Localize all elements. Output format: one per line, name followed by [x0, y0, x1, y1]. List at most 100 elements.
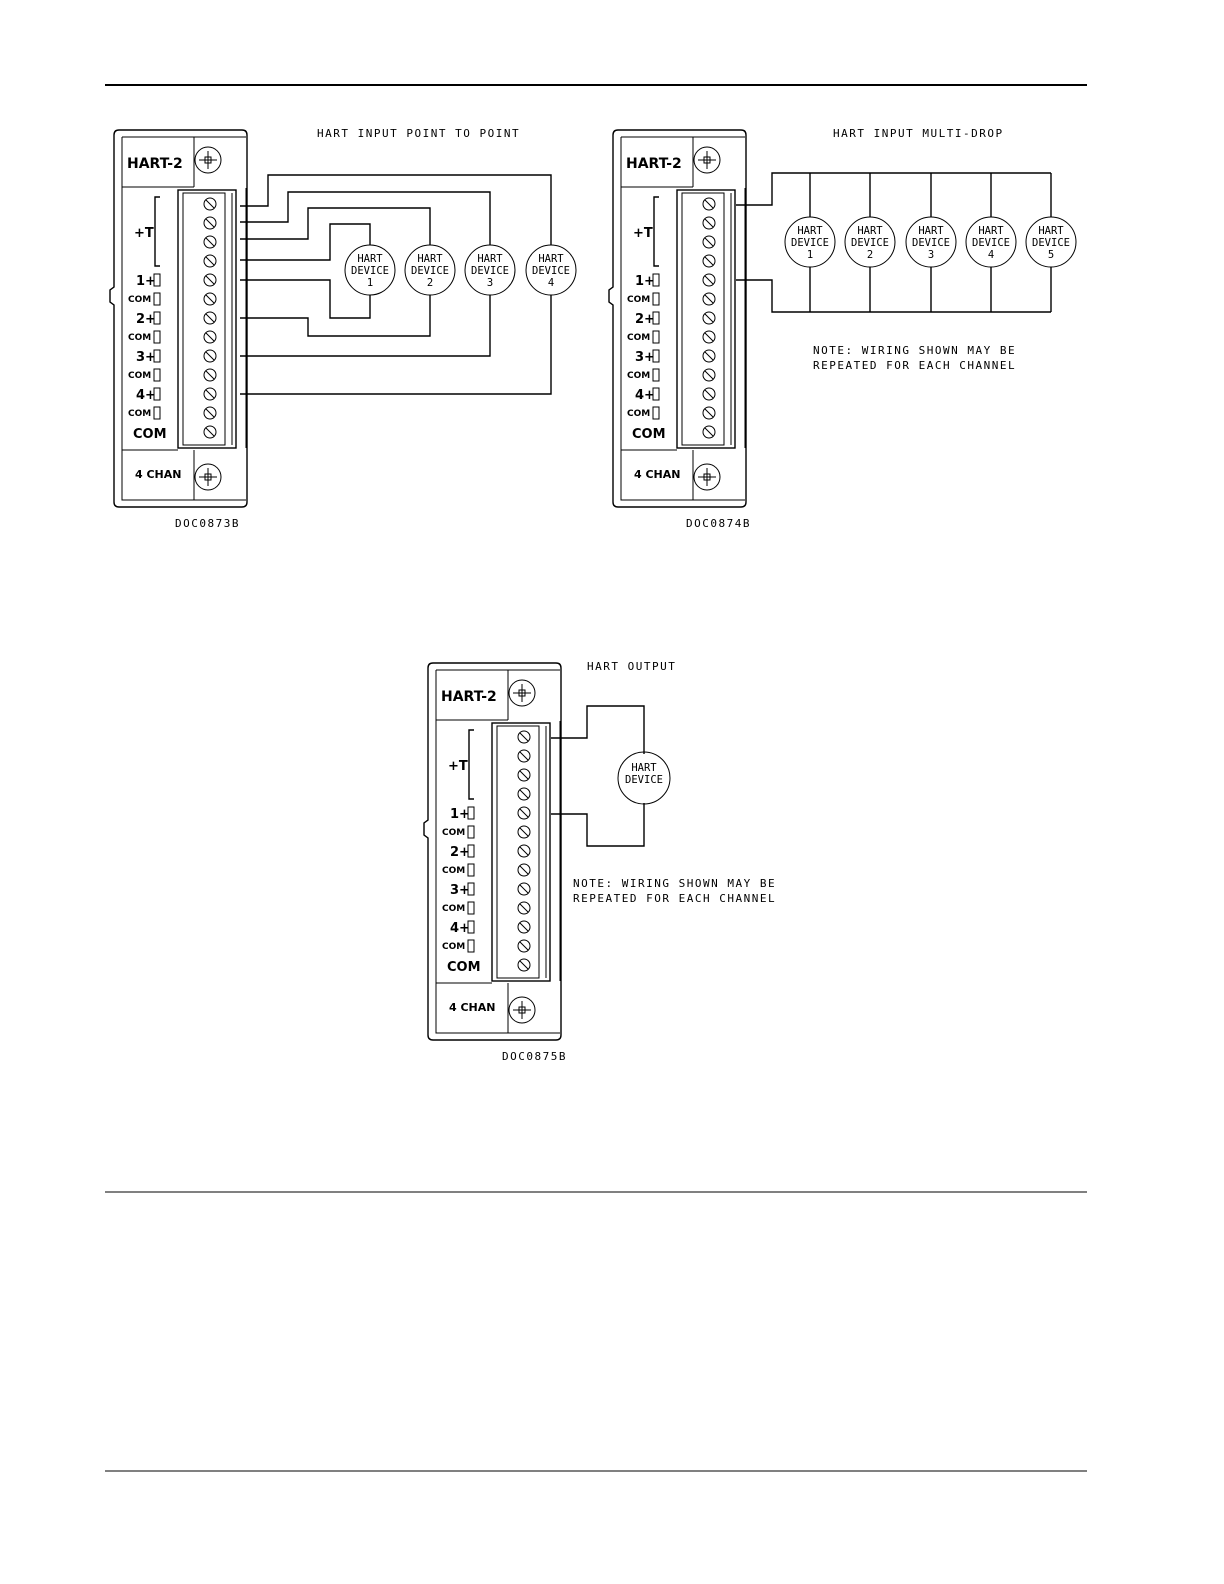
terminal-label: 3+ [450, 883, 470, 898]
wiring-note-line-2: REPEATED FOR EACH CHANNEL [813, 359, 1016, 372]
screw-icon [194, 463, 222, 491]
module-footer: 4 CHAN [135, 468, 181, 481]
device-hart-3: HART DEVICE 3 [905, 216, 957, 268]
device-hart-1: HART DEVICE 1 [344, 244, 396, 296]
terminal-label: COM [627, 371, 650, 381]
terminal-screw-icon [517, 920, 531, 934]
terminal-screw-icon [203, 311, 217, 325]
terminal-screw-icon [702, 387, 716, 401]
module-name: HART-2 [127, 156, 183, 172]
figure-code: DOC0874B [686, 517, 751, 530]
terminal-label: COM [442, 828, 465, 838]
device-hart-5: HART DEVICE 5 [1025, 216, 1077, 268]
terminal-screw-icon [517, 863, 531, 877]
diagram-title: HART INPUT POINT TO POINT [317, 127, 520, 140]
diagram-point-to-point: HART INPUT POINT TO POINT HART-2 4 CHAN +T… [109, 127, 577, 530]
terminal-label: COM [128, 295, 151, 305]
svg-text:DEVICE: DEVICE [1032, 237, 1070, 249]
terminal-label: 1+ [635, 274, 655, 289]
screw-icon [194, 146, 222, 174]
test-terminal-label: +T [134, 226, 154, 241]
terminal-screw-icon [203, 292, 217, 306]
module-name: HART-2 [441, 689, 497, 705]
svg-text:3: 3 [928, 249, 934, 261]
terminal-label: COM [133, 427, 167, 442]
terminal-label: COM [632, 427, 666, 442]
terminal-screw-icon [203, 330, 217, 344]
diagram-hart-output: HART OUTPUT HART-2 4 CHAN +T 1+ COM 2+ COM 3+ CO… [423, 660, 775, 1063]
terminal-screw-icon [517, 730, 531, 744]
device-hart-4: HART DEVICE 4 [965, 216, 1017, 268]
svg-text:HART: HART [978, 225, 1004, 237]
terminal-screw-icon [702, 235, 716, 249]
terminal-screw-icon [203, 254, 217, 268]
terminal-screw-icon [517, 768, 531, 782]
svg-text:2: 2 [867, 249, 873, 261]
device-hart-4: HART DEVICE 4 [525, 244, 577, 296]
module-footer: 4 CHAN [449, 1001, 495, 1014]
wires [551, 705, 645, 847]
wires [240, 174, 552, 395]
svg-text:1: 1 [807, 249, 813, 261]
svg-text:1: 1 [367, 277, 373, 289]
terminal-label: 1+ [450, 807, 470, 822]
terminal-screw-icon [203, 387, 217, 401]
device-hart-1: HART DEVICE 1 [784, 216, 836, 268]
terminal-screw-icon [702, 292, 716, 306]
terminal-label: 1+ [136, 274, 156, 289]
svg-text:DEVICE: DEVICE [791, 237, 829, 249]
terminal-label: 3+ [635, 350, 655, 365]
screw-icon [508, 996, 536, 1024]
terminal-label: COM [442, 904, 465, 914]
svg-text:HART: HART [797, 225, 823, 237]
terminal-label: 3+ [136, 350, 156, 365]
svg-text:2: 2 [427, 277, 433, 289]
terminal-label: COM [128, 333, 151, 343]
terminal-screw-icon [702, 254, 716, 268]
terminal-screw-icon [203, 197, 217, 211]
terminal-label: 2+ [635, 312, 655, 327]
svg-text:4: 4 [988, 249, 994, 261]
terminal-screw-icon [203, 368, 217, 382]
terminal-label: COM [128, 409, 151, 419]
terminal-screw-icon [517, 901, 531, 915]
module-name: HART-2 [626, 156, 682, 172]
terminal-screw-icon [702, 368, 716, 382]
svg-text:DEVICE: DEVICE [625, 774, 663, 786]
svg-text:DEVICE: DEVICE [351, 265, 389, 277]
svg-text:HART: HART [1038, 225, 1064, 237]
terminal-screw-icon [203, 349, 217, 363]
device-hart-2: HART DEVICE 2 [404, 244, 456, 296]
svg-text:HART: HART [538, 253, 564, 265]
terminal-screw-icon [517, 749, 531, 763]
terminal-screw-icon [702, 216, 716, 230]
terminal-label: 4+ [635, 388, 655, 403]
terminal-label: 2+ [136, 312, 156, 327]
terminal-label: 2+ [450, 845, 470, 860]
svg-text:4: 4 [548, 277, 554, 289]
wires [736, 172, 1052, 313]
test-terminal-label: +T [448, 759, 468, 774]
diagram-title: HART OUTPUT [587, 660, 676, 673]
screw-icon [693, 146, 721, 174]
terminal-screw-icon [702, 197, 716, 211]
figure-code: DOC0875B [502, 1050, 567, 1063]
terminal-screw-icon [517, 787, 531, 801]
svg-text:HART: HART [357, 253, 383, 265]
terminal-screw-icon [702, 425, 716, 439]
terminal-label: 4+ [450, 921, 470, 936]
terminal-screw-icon [517, 825, 531, 839]
svg-text:HART: HART [857, 225, 883, 237]
wiring-note-line-1: NOTE: WIRING SHOWN MAY BE [813, 344, 1016, 357]
terminal-label: COM [627, 295, 650, 305]
svg-text:HART: HART [631, 762, 657, 774]
terminal-label: COM [442, 942, 465, 952]
diagram-title: HART INPUT MULTI-DROP [833, 127, 1004, 140]
svg-text:HART: HART [918, 225, 944, 237]
figure-code: DOC0873B [175, 517, 240, 530]
test-terminal-label: +T [633, 226, 653, 241]
